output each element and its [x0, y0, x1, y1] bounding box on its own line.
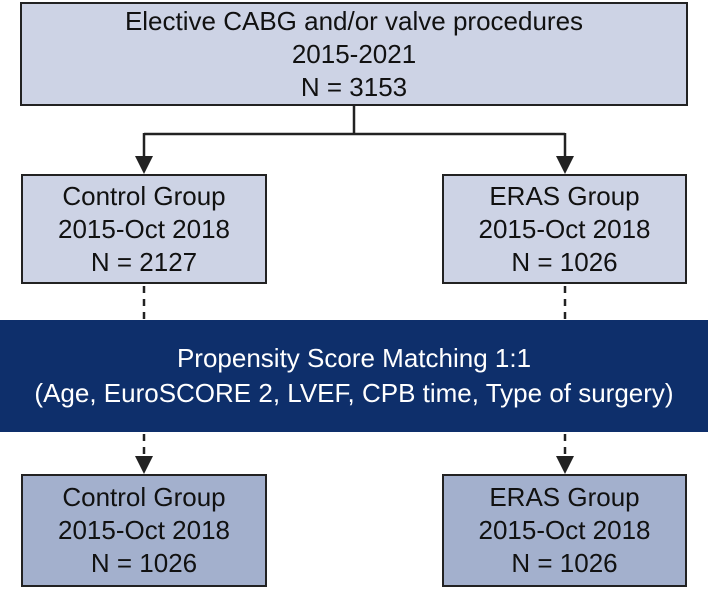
matched-eras-group-box: ERAS Group 2015-Oct 2018 N = 1026 — [442, 474, 687, 587]
control-group-count: N = 2127 — [90, 246, 198, 277]
control-group-box: Control Group 2015-Oct 2018 N = 2127 — [21, 174, 267, 284]
matching-title: Propensity Score Matching 1:1 — [176, 343, 532, 373]
source-count: N = 3153 — [300, 71, 408, 102]
source-population-box: Elective CABG and/or valve procedures 20… — [20, 2, 688, 106]
matched-control-group-box: Control Group 2015-Oct 2018 N = 1026 — [21, 474, 267, 587]
matched-control-period: 2015-Oct 2018 — [57, 515, 230, 545]
matched-eras-title: ERAS Group — [489, 482, 640, 512]
propensity-matching-box: Propensity Score Matching 1:1 (Age, Euro… — [0, 320, 708, 432]
matched-eras-count: N = 1026 — [511, 548, 618, 578]
left-branch-arrowhead — [135, 156, 153, 174]
matched-eras-period: 2015-Oct 2018 — [478, 515, 651, 545]
eras-group-count: N = 1026 — [511, 246, 618, 277]
matched-control-title: Control Group — [62, 482, 226, 512]
source-title: Elective CABG and/or valve procedures — [124, 5, 584, 36]
control-group-title: Control Group — [62, 180, 226, 211]
right-branch-arrowhead — [556, 156, 574, 174]
matching-to-control-arrowhead — [135, 456, 153, 474]
source-period: 2015-2021 — [291, 38, 417, 69]
matched-control-count: N = 1026 — [90, 548, 198, 578]
control-group-period: 2015-Oct 2018 — [57, 213, 230, 244]
eras-group-period: 2015-Oct 2018 — [478, 213, 651, 244]
eras-group-title: ERAS Group — [489, 180, 640, 211]
matching-to-eras-arrowhead — [556, 456, 574, 474]
eras-group-box: ERAS Group 2015-Oct 2018 N = 1026 — [442, 174, 687, 284]
matching-covariates: (Age, EuroSCORE 2, LVEF, CPB time, Type … — [34, 378, 674, 408]
